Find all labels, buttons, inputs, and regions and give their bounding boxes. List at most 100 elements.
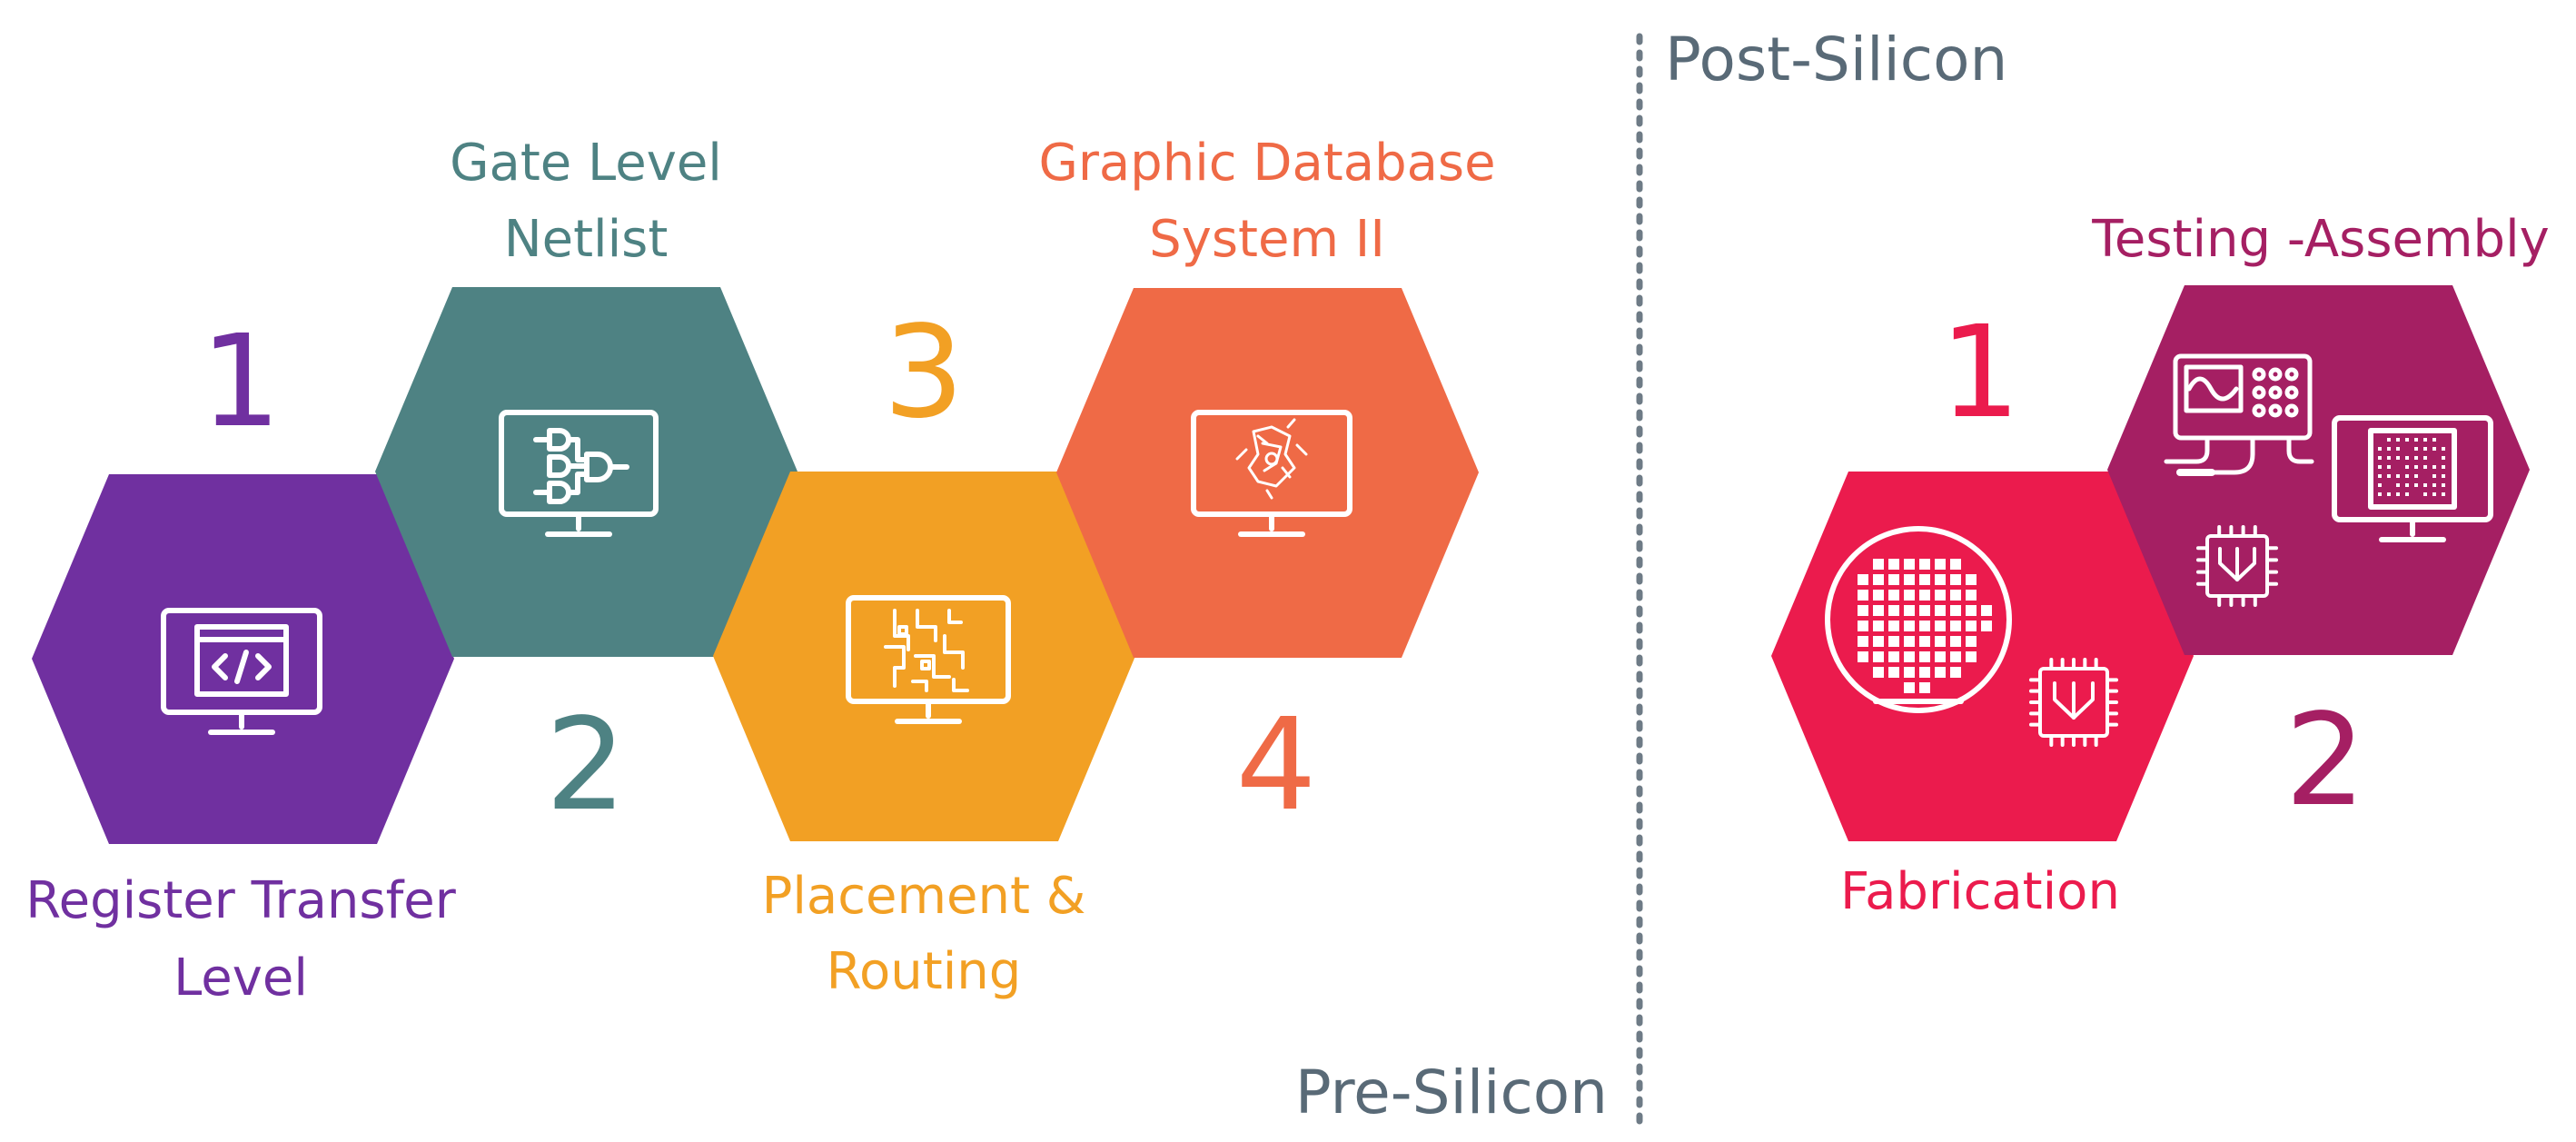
wafer-die — [1858, 605, 1868, 616]
monitor-dot — [2423, 456, 2427, 460]
monitor-dot — [2378, 456, 2382, 460]
monitor-dot — [2442, 474, 2445, 478]
pre-step-4-hexagon — [1056, 288, 1479, 658]
wafer-die — [1888, 667, 1899, 678]
wafer-die — [1888, 636, 1899, 647]
wafer-die — [1858, 574, 1868, 585]
wafer-die — [1873, 559, 1884, 570]
wafer-die — [1904, 621, 1915, 631]
wafer-die — [1935, 636, 1946, 647]
wafer-die — [1919, 636, 1930, 647]
monitor-dot — [2432, 465, 2436, 469]
wafer-die — [1888, 651, 1899, 662]
post-silicon-label: Post-Silicon — [1665, 25, 2007, 94]
wafer-die — [1858, 636, 1868, 647]
wafer-die — [1858, 590, 1868, 601]
wafer-die — [1950, 605, 1961, 616]
wafer-die — [1888, 590, 1899, 601]
wafer-die — [1873, 590, 1884, 601]
monitor-dot — [2405, 456, 2409, 460]
pre-step-3: 3 Placement & Routing — [713, 299, 1135, 1001]
wafer-die — [1966, 574, 1977, 585]
monitor-dot — [2396, 456, 2400, 460]
monitor-dot — [2423, 465, 2427, 469]
monitor-dot — [2387, 474, 2391, 478]
post-step-1-label-line-1: Fabrication — [1840, 862, 2120, 921]
monitor-dot — [2405, 492, 2409, 496]
monitor-dot — [2442, 456, 2445, 460]
monitor-dot — [2414, 465, 2418, 469]
post-step-1: 1 Fabrication — [1771, 299, 2194, 921]
wafer-die — [1919, 605, 1930, 616]
wafer-die — [1888, 605, 1899, 616]
monitor-dot — [2387, 447, 2391, 451]
monitor-dot — [2396, 483, 2400, 487]
monitor-dot — [2396, 447, 2400, 451]
pre-step-3-number: 3 — [883, 299, 964, 447]
monitor-dot — [2396, 492, 2400, 496]
monitor-dot — [2423, 438, 2427, 442]
monitor-dot — [2423, 492, 2427, 496]
wafer-die — [1904, 605, 1915, 616]
monitor-dot — [2423, 447, 2427, 451]
wafer-die — [1935, 590, 1946, 601]
monitor-dot — [2405, 465, 2409, 469]
pre-step-3-label-line-1: Placement & — [762, 867, 1086, 926]
monitor-dot — [2378, 474, 2382, 478]
monitor-dot — [2414, 474, 2418, 478]
pre-step-1-label-line-2: Level — [173, 948, 308, 1008]
wafer-icon — [1825, 526, 2012, 713]
wafer-die — [1966, 651, 1977, 662]
monitor-dot — [2396, 438, 2400, 442]
wafer-die — [1904, 559, 1915, 570]
logic-gates-monitor-icon — [499, 410, 659, 537]
wafer-die — [1858, 621, 1868, 631]
wafer-die — [1950, 559, 1961, 570]
wafer-die — [1919, 667, 1930, 678]
wafer-die — [1873, 621, 1884, 631]
post-step-2-label-line-1: Testing -Assembly — [2091, 210, 2550, 269]
wafer-die — [1919, 651, 1930, 662]
wafer-die — [1935, 621, 1946, 631]
monitor-dot — [2432, 438, 2436, 442]
monitor-dot — [2378, 492, 2382, 496]
post-step-2-number: 2 — [2284, 687, 2365, 835]
wafer-die — [1950, 574, 1961, 585]
chip-icon — [2029, 658, 2118, 747]
wafer-die — [1966, 621, 1977, 631]
monitor-dot — [2414, 447, 2418, 451]
post-step-2: 2 Testing -Assembly — [2091, 210, 2550, 835]
wafer-die — [1950, 636, 1961, 647]
pre-step-4-number: 4 — [1235, 691, 1316, 839]
pre-step-1-label-line-1: Register Transfer — [25, 871, 457, 930]
wafer-die — [1904, 636, 1915, 647]
monitor-dot — [2442, 492, 2445, 496]
wafer-die — [1935, 559, 1946, 570]
pre-silicon-label: Pre-Silicon — [1295, 1058, 1608, 1127]
monitor-dot — [2387, 456, 2391, 460]
wafer-die — [1904, 651, 1915, 662]
wafer-die — [1950, 621, 1961, 631]
wafer-die — [1935, 651, 1946, 662]
wafer-die — [1981, 621, 1992, 631]
monitor-dot — [2378, 465, 2382, 469]
monitor-dot — [2442, 465, 2445, 469]
wafer-die — [1888, 621, 1899, 631]
wafer-die — [1950, 651, 1961, 662]
wafer-die — [1919, 574, 1930, 585]
monitor-dot — [2432, 492, 2436, 496]
pre-step-2: 2 Gate Level Netlist — [375, 134, 798, 839]
wafer-die — [1904, 682, 1915, 693]
monitor-dot — [2423, 483, 2427, 487]
monitor-dot — [2405, 438, 2409, 442]
wafer-die — [1888, 559, 1899, 570]
pre-step-4-label-line-1: Graphic Database — [1038, 134, 1495, 193]
pre-step-3-label-line-2: Routing — [827, 942, 1022, 1001]
monitor-dot — [2414, 483, 2418, 487]
pre-step-1-number: 1 — [200, 308, 281, 456]
wafer-die — [1904, 667, 1915, 678]
monitor-dot — [2396, 474, 2400, 478]
wafer-die — [1919, 590, 1930, 601]
wafer-die — [1919, 559, 1930, 570]
